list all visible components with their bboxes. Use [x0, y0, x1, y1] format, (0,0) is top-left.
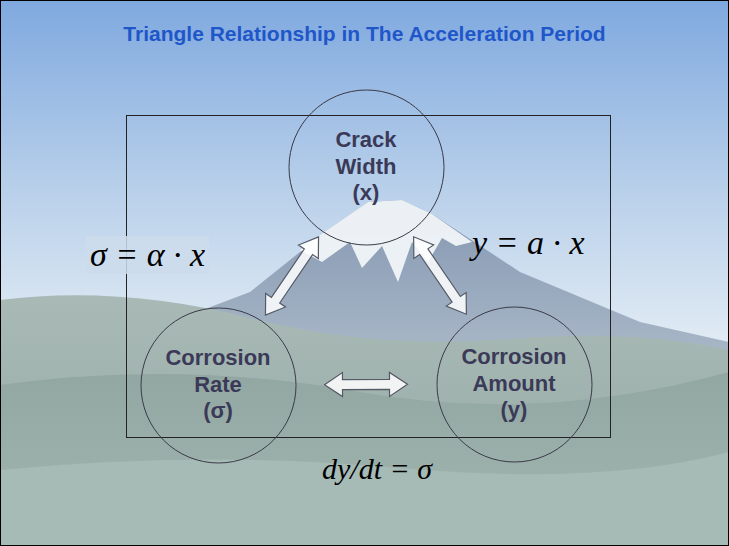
- node-label: Crack Width (x): [307, 127, 425, 206]
- front-hills: [0, 452, 729, 546]
- double-arrow: [324, 372, 407, 396]
- circle-node: Corrosion Rate (σ): [140, 307, 297, 464]
- circle-node: Crack Width (x): [288, 89, 445, 246]
- circle-shape: [289, 90, 444, 245]
- circle-node: Corrosion Amount (y): [436, 306, 593, 463]
- circle-shape: [141, 308, 296, 463]
- equation-label: dy/dt = σ: [318, 452, 436, 486]
- snow-cap: [300, 200, 472, 282]
- middle-hills: [0, 372, 729, 546]
- circle-shape: [437, 307, 592, 462]
- slide-title: Triangle Relationship in The Acceleratio…: [0, 22, 729, 46]
- back-hills: [0, 295, 729, 546]
- node-label: Corrosion Amount (y): [455, 344, 573, 423]
- double-arrow: [265, 237, 318, 315]
- double-arrow: [414, 237, 467, 314]
- equation-label: y = a · x: [468, 224, 589, 262]
- node-label: Corrosion Rate (σ): [159, 345, 277, 424]
- frame-rectangle: [127, 116, 611, 438]
- equation-label: σ = α · x: [86, 236, 209, 274]
